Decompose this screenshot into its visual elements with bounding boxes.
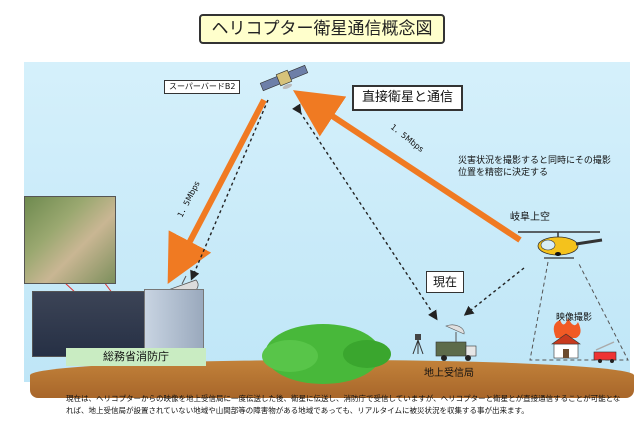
ground-station-label: 地上受信局: [424, 368, 474, 379]
ministry-building: [144, 289, 204, 357]
satellite-ground-link: [292, 103, 438, 321]
ministry-label: 総務省消防庁: [66, 348, 206, 366]
control-room-photo: [32, 291, 148, 357]
diagram-title: ヘリコプター衛星通信概念図: [199, 14, 445, 44]
fire-truck-icon: [593, 341, 617, 363]
description-text: 現在は、ヘリコプターからの映像を地上受信局に一度伝送した後、衛星に伝送し、消防庁…: [66, 394, 621, 415]
helicopter-location-label: 岐阜上空: [510, 212, 550, 223]
uplink-rate-label: 1．5Mbps: [389, 122, 426, 153]
satellite-name-label: スーパーバードB2: [164, 80, 241, 94]
satellite-dish-link: [190, 99, 269, 281]
disaster-aerial-photo: [24, 196, 116, 284]
ground-station-vehicle-icon: [435, 324, 477, 361]
current-route-label: 現在: [426, 271, 465, 293]
satellite-icon: [259, 64, 309, 92]
tripod-icon: [412, 334, 424, 355]
helicopter-ground-link: [463, 267, 525, 316]
imaging-label: 映像撮影: [556, 313, 593, 323]
imaging-annotation: 災害状況を撮影すると同時にその撮影位置を精密に決定する: [458, 156, 611, 178]
helicopter-icon: [518, 231, 603, 259]
downlink-arrow: [167, 98, 267, 284]
green-hills: [262, 324, 391, 384]
direct-link-label: 直接衛星と通信: [352, 85, 464, 111]
burning-house-icon: [551, 318, 581, 359]
downlink-rate-label: 1．5Mbps: [176, 180, 202, 219]
imaging-beam: [529, 261, 629, 361]
